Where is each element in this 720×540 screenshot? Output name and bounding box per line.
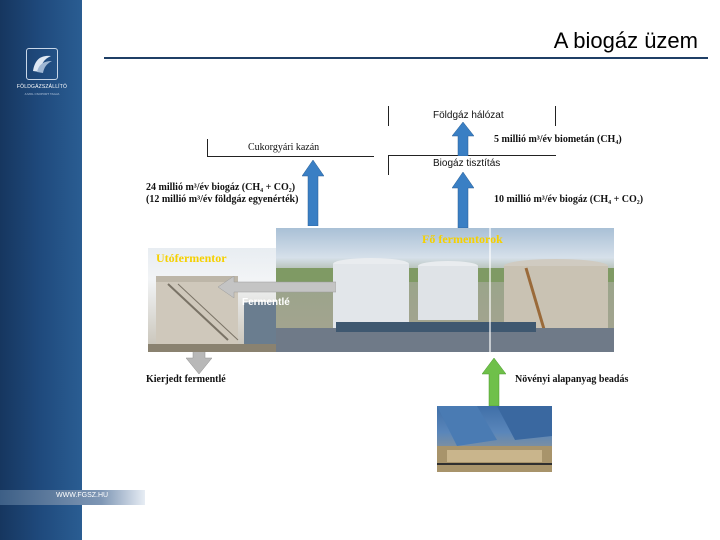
- footer-band: [0, 490, 145, 505]
- arrow-ferment-liquid-icon: [218, 276, 336, 298]
- biogas-gas-equivalent-label: (12 millió m³/év földgáz egyenérték): [146, 194, 299, 205]
- main-fermenters-overlay-label: Fő fermentorok: [422, 232, 503, 246]
- logo-emblem-icon: [26, 48, 58, 80]
- arrow-to-boiler-icon: [302, 160, 324, 226]
- company-logo: FÖLDGÁZSZÁLLÍTÓ A MOL CSOPORT TAGJA: [14, 48, 70, 96]
- footer-url[interactable]: WWW.FGSZ.HU: [56, 492, 109, 499]
- boiler-bracket-horizontal: [207, 156, 374, 157]
- cleaning-bracket-horizontal: [388, 155, 556, 156]
- logo-name: FÖLDGÁZSZÁLLÍTÓ: [16, 84, 68, 90]
- logo-subtitle: A MOL CSOPORT TAGJA: [24, 92, 60, 96]
- sidebar: FÖLDGÁZSZÁLLÍTÓ A MOL CSOPORT TAGJA: [0, 0, 82, 540]
- natural-gas-grid-label: Földgáz hálózat: [433, 110, 504, 121]
- ferment-liquid-label: Fermentlé: [242, 297, 290, 308]
- arrow-to-cleaning-icon: [452, 172, 474, 228]
- plant-feedstock-label: Növényi alapanyag beadás: [515, 374, 629, 385]
- boiler-bracket-vertical: [207, 139, 208, 157]
- post-fermenter-photo: [148, 248, 276, 352]
- title-divider: [104, 57, 708, 59]
- biogas-total-label: 24 millió m³/év biogáz (CH₄ + CO₂): [146, 182, 296, 193]
- post-fermenter-overlay-label: Utófermentor: [156, 251, 227, 265]
- feedstock-photo: [437, 406, 552, 472]
- biogas-10-label: 10 millió m³/év biogáz (CH₄ + CO₂): [494, 194, 644, 205]
- biomethane-label: 5 millió m³/év biometán (CH₄): [494, 134, 622, 145]
- grid-bracket-vertical-right: [555, 106, 556, 126]
- cleaning-bracket-vertical: [388, 155, 389, 175]
- sugar-factory-boiler-label: Cukorgyári kazán: [248, 142, 320, 153]
- biogas-cleaning-label: Biogáz tisztítás: [433, 158, 501, 169]
- page-title: A biogáz üzem: [553, 28, 698, 53]
- grid-bracket-vertical-left: [388, 106, 389, 126]
- arrow-feedstock-icon: [482, 358, 506, 406]
- arrow-to-grid-icon: [452, 122, 474, 156]
- spent-ferment-label: Kierjedt fermentlé: [146, 374, 226, 385]
